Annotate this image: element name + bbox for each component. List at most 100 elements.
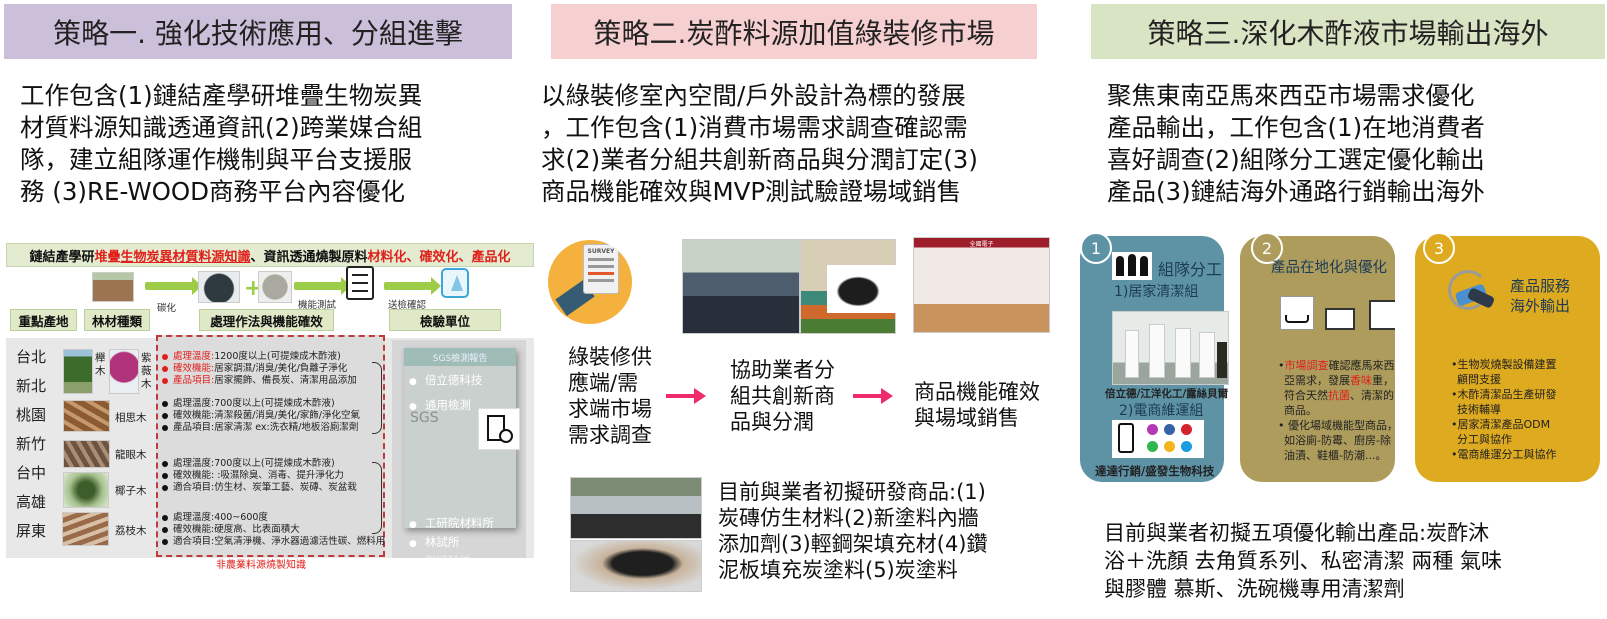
step-number-badge: 2 [1251, 232, 1283, 264]
overseas-service-card [1415, 236, 1600, 482]
raw-wood-pile-image [92, 272, 134, 302]
localization-card [1240, 236, 1395, 482]
mineral-powder-image [258, 271, 292, 303]
acacia-logs-image [63, 400, 110, 432]
wood-label: 荔枝木 [115, 525, 147, 537]
column-header-region: 重點產地 [10, 309, 77, 331]
treatment-item: 處理溫度:700度以上(可提煉成木酢液) [162, 395, 335, 409]
strategy-2-header: 策略二.炭酢料源加值綠裝修市場 [551, 4, 1037, 59]
treatment-item: 確效機能:硬度高、比表面積大 [162, 521, 300, 535]
treatment-item: 確效機能: :吸濕除臭、消毒、提升淨化力 [162, 467, 344, 481]
lychee-wood-image [62, 512, 109, 546]
flow-step-1: 綠裝修供 應端/需 求端市場 需求調查 [568, 345, 652, 447]
city-label: 台北 [16, 348, 47, 366]
process-step-carbonize: 碳化 [157, 303, 177, 314]
instagram-icon [1147, 424, 1158, 435]
column-header-inspection: 檢驗單位 [389, 309, 501, 331]
team-members: 倍立德/江洋化工/露絲貝爾 [1105, 388, 1229, 400]
card-title: 產品在地化與優化 [1271, 260, 1387, 276]
wood-label: 紫薇木 [141, 352, 152, 390]
team-members: 達達行銷/盛發生物科技 [1095, 464, 1215, 478]
knowledge-banner: 鏈結產學研堆疊生物炭異材質料源知識、資訊透通燒製原料材料化、確效化、產品化 [6, 243, 534, 267]
snapchat-icon [1164, 441, 1175, 452]
pinterest-icon [1181, 424, 1192, 435]
kitchen-icon [1369, 300, 1395, 330]
bathtub-icon [1280, 296, 1314, 330]
team-group-label: 2)電商維運組 [1119, 403, 1204, 419]
survey-illustration: SURVEY [548, 240, 632, 324]
localization-bullet: •市場調查確認應馬來西 亞需求，發展香味重， 符合天然抗菌、清潔的 商品。 [1278, 359, 1395, 417]
column-header-treatment: 處理作法與機能確效 [199, 309, 334, 331]
handshake-keys-icon [1446, 268, 1498, 314]
inspection-lab: 林試所 [409, 534, 460, 550]
service-bullet-list: •生物炭燒製設備建置 顧問支援 •木酢清潔品生產研發 技術輔導 •居家清潔產品O… [1451, 358, 1557, 461]
treatment-item: 適合項目:仿生材、炭筆工藝、炭磚、炭盆栽 [162, 479, 357, 493]
city-label: 台中 [16, 464, 47, 482]
store-photo: 全國電子 [913, 237, 1050, 333]
column-header-wood-type: 林材種類 [84, 309, 150, 331]
lab-beakers-photo [570, 477, 702, 539]
whatsapp-icon [1147, 441, 1158, 452]
ecommerce-social-icons [1112, 420, 1204, 458]
brace [372, 362, 382, 434]
plus-icon: + [244, 276, 263, 301]
process-arrow [145, 277, 202, 295]
treatment-item: 處理溫度:400~600度 [162, 509, 268, 523]
inspection-lab: 工研院材料所 [409, 515, 494, 531]
wood-label: 相思木 [115, 412, 147, 424]
strategy-2-intro: 以綠裝修室內空間/戶外設計為標的發展 ，工作包含(1)消費市場需求調查確認需 求… [541, 81, 978, 206]
treatment-item: 處理溫度:700度以上(可提煉成木酢液) [162, 455, 335, 469]
city-label: 高雄 [16, 493, 47, 511]
process-arrow [294, 277, 351, 295]
strategy-3-intro: 聚焦東南亞馬來西亞市場需求優化 產品輸出，工作包含(1)在地消費者 喜好調查(2… [1107, 81, 1485, 206]
facebook-icon [1164, 424, 1175, 435]
treatment-dashed-box [156, 335, 385, 557]
cleaning-products-photo [1112, 311, 1229, 385]
meeting-photo [682, 239, 800, 334]
city-label: 新竹 [16, 435, 47, 453]
charcoal-coating-photo [570, 540, 702, 592]
shoe-cabinet-icon [1325, 308, 1355, 330]
team-group-label: 1)居家清潔組 [1114, 284, 1199, 300]
treatment-item: 適合項目:空氣清淨機、淨水器過濾活性碳、燃料用 [162, 533, 385, 547]
strategy-1-header: 策略一. 強化技術應用、分組進擊 [4, 4, 512, 59]
localization-bullet: • 優化場域機能型商品， 如浴廁-防霉、廚房-除 油漬、鞋櫃-防潮...。 [1278, 419, 1398, 462]
charcoal-photo [827, 265, 896, 313]
strategy-3-products: 目前與業者初擬五項優化輸出產品:炭酢沐 浴＋洗顏 去角質系列、私密清潔 兩種 氣… [1104, 521, 1503, 601]
wood-label: 椰子木 [115, 485, 147, 497]
treatment-item: 產品項目:居家清潔 ex:洗衣精/地板浴廁潔劑 [162, 419, 358, 433]
treatment-item: 處理溫度:1200度以上(可提煉成木酢液) [162, 348, 341, 362]
treatment-item: 產品項目:居家擺飾、備長炭、清潔用品添加 [162, 372, 357, 386]
strategy-2-products: 目前與業者初擬研發商品:(1) 炭磚仿生材料(2)新塗料內牆 添加劑(3)輕鋼架… [718, 480, 988, 582]
card-title: 組隊分工 [1158, 260, 1223, 279]
figure-footnote: 非農業料源燒製知識 [216, 560, 306, 571]
step-number-badge: 1 [1080, 232, 1112, 264]
checklist-icon [346, 266, 374, 300]
city-label: 桃園 [16, 406, 47, 424]
flask-icon [441, 268, 469, 298]
flow-arrow [666, 388, 706, 404]
city-label: 新北 [16, 377, 47, 395]
strategy-1-intro: 工作包含(1)鏈結產學研堆疊生物炭異 材質料源知識透通資訊(2)跨業媒合組 隊，… [20, 81, 423, 206]
process-step-send-inspect: 送檢確認 [388, 300, 427, 311]
flow-step-2: 協助業者分 組共創新商 品與分潤 [730, 358, 835, 434]
twitter-icon [1181, 441, 1192, 452]
process-arrow [384, 277, 441, 295]
crape-myrtle-image [109, 349, 139, 394]
flow-arrow [853, 388, 893, 404]
process-step-function-test: 機能測試 [298, 300, 337, 311]
mobile-payment-icon [1118, 423, 1134, 453]
card-title: 產品服務 海外輸出 [1510, 277, 1571, 315]
inspection-lab: 倍立德科技 [409, 372, 483, 388]
treatment-item: 確效機能:居家調濕/消臭/美化/負離子淨化 [162, 360, 347, 374]
flow-step-3: 商品機能確效 與場域銷售 [914, 380, 1040, 430]
inspection-lab: 聯順科技 [409, 553, 471, 569]
longan-logs-image [63, 440, 110, 468]
brace [372, 462, 382, 534]
step-number-badge: 3 [1423, 232, 1455, 264]
report-magnifier-icon [478, 408, 520, 450]
biochar-powder-image [198, 271, 240, 303]
zelkova-tree-image [63, 349, 93, 394]
wood-label: 櫸木 [95, 352, 106, 377]
inspection-lab: 通用檢測 [409, 397, 471, 413]
